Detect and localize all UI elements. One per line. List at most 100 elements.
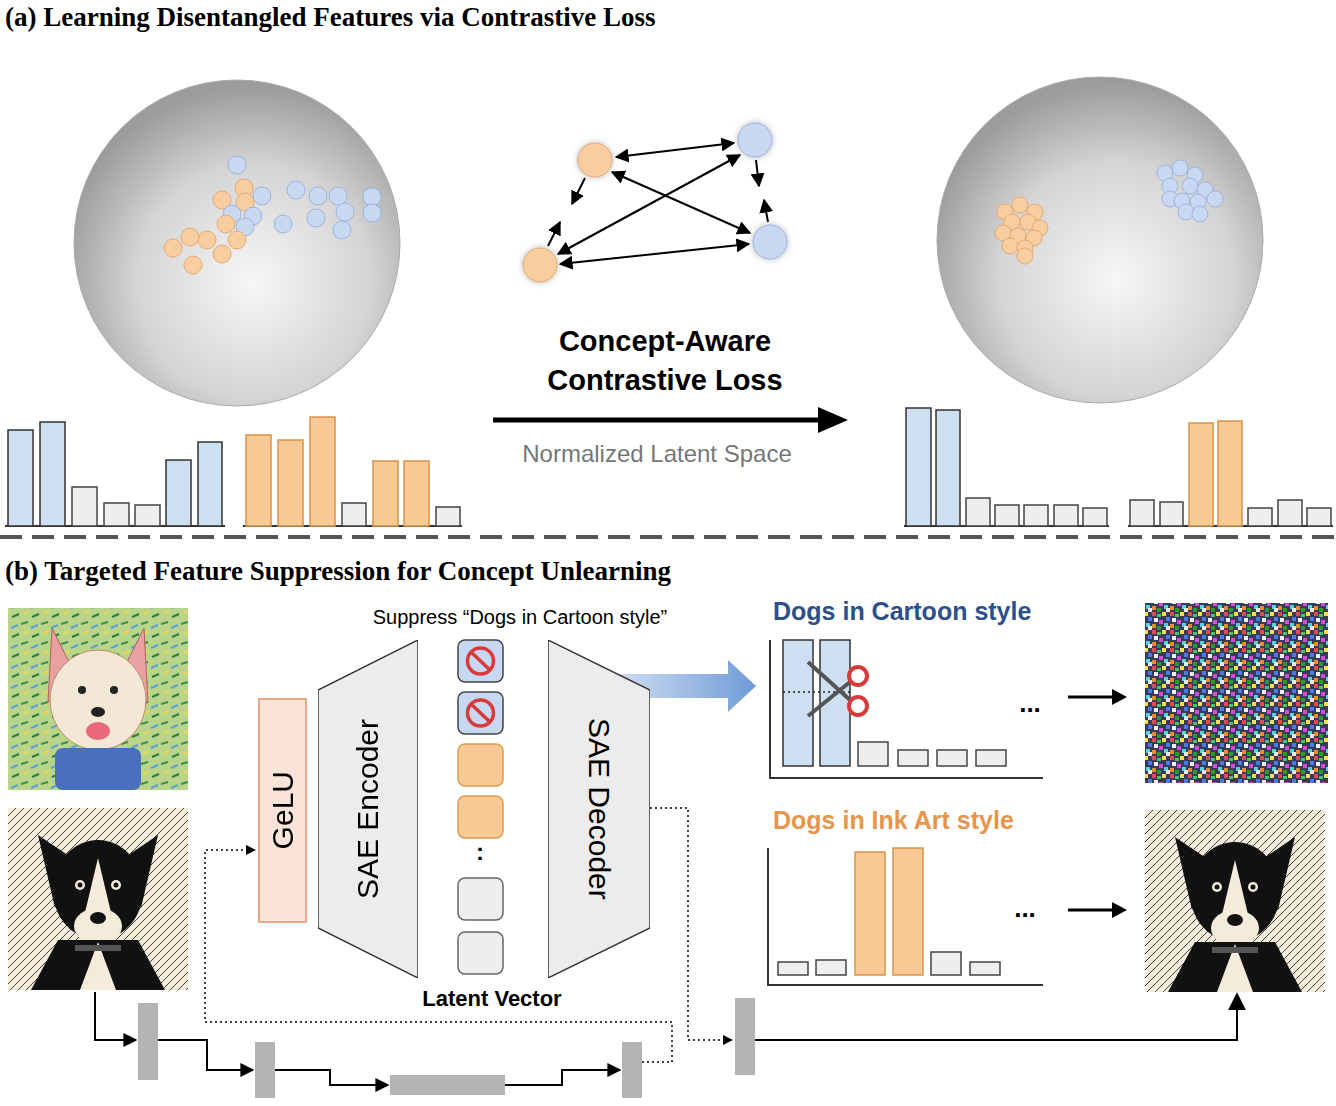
section-divider [0,535,1336,539]
latent-sphere [74,80,400,406]
bar [373,461,398,526]
unet-block [138,1003,158,1080]
scissor-handle [849,697,867,715]
suppress-note: Suppress “Dogs in Cartoon style” [320,606,720,629]
dog-tongue [86,722,110,740]
ink-activation-chart [768,848,1043,985]
chart-title: Dogs in Cartoon style [773,597,1133,626]
cartoon-activation-chart [770,640,1043,778]
suppress-symbol [468,648,494,674]
bar [898,750,928,766]
orange-point [213,245,231,263]
suppress-symbol [471,704,490,722]
blue-point [228,156,246,174]
wire [275,1070,388,1085]
bar [310,417,335,526]
bar [778,962,808,975]
blue-point [336,203,354,221]
dotted-wire [650,808,732,1040]
pull-arrow [764,200,768,222]
orange-point [228,231,246,249]
bar [893,848,923,975]
bar-chart [904,408,1109,526]
output-arrow [1068,696,1116,699]
blue-point [1172,160,1188,176]
ink-dog-image [8,808,188,990]
scissor-blade [808,662,850,700]
bar [976,750,1006,766]
ellipsis-mark: ... [1000,893,1050,924]
encoder-trapezoid: SAE Encoder [318,640,418,978]
output-arrow [1068,909,1116,912]
decoder-trapezoid: SAE Decoder [548,640,650,978]
arrow-head [1112,902,1127,918]
bar [1248,508,1272,526]
latent-cell [458,640,503,682]
noise-output [1145,603,1328,783]
bar [166,460,191,526]
bar [104,503,129,526]
bar [783,640,813,766]
orange-point [181,228,199,246]
orange-point [164,239,182,257]
dog-harness [55,748,141,790]
contrastive-graph [548,143,768,264]
pull-arrow [548,222,560,246]
orange-point [184,256,202,274]
node-text: SAE Decoder [582,718,616,900]
bar [906,408,931,526]
suppress-symbol [471,652,490,670]
trapezoid-shape [318,640,418,978]
bar [40,422,65,526]
orange-point [1012,197,1028,213]
blue-point [363,204,381,222]
unet-block [735,998,755,1075]
unet-blocks [138,998,755,1098]
blue-point [1182,178,1198,194]
bar [246,435,271,526]
cartoon-dog-image [8,608,188,790]
blue-point [287,181,305,199]
pull-arrow [756,160,759,186]
bar [1307,508,1331,526]
blue-point [253,187,271,205]
bar [858,742,888,766]
blue-point [307,209,325,227]
wire [755,994,1237,1040]
unet-block [390,1075,505,1095]
trapezoid-shape [548,640,650,978]
blue-point [363,188,381,206]
suppress-symbol [468,700,494,726]
wire [505,1070,620,1085]
bar-chart [243,417,462,526]
bar [970,962,1000,975]
bar [966,498,990,526]
bar [855,852,885,975]
latent-vector [458,640,503,974]
section-heading: (b) Targeted Feature Suppression for Con… [5,556,905,587]
activation-box: GeLU [258,698,307,923]
bar [278,440,303,526]
bar [1278,500,1302,526]
blue-point [274,215,292,233]
bar [995,505,1019,526]
orange-point [1002,238,1018,254]
scissor-handle [849,667,867,685]
blue-point [309,187,327,205]
pull-arrow [572,178,585,204]
bar [931,952,961,975]
section-heading: (a) Learning Disentangled Features via C… [5,2,905,33]
dog-head [50,650,146,750]
ink-dog-output [1145,810,1325,992]
chart-title: Dogs in Ink Art style [773,806,1133,835]
blue-point [1178,204,1194,220]
bar [72,487,97,526]
unet-wires [95,992,1237,1085]
bar [1160,502,1183,526]
bar [404,461,429,526]
latent-cell [458,796,503,838]
blue-point [1192,206,1208,222]
bar [816,960,846,975]
